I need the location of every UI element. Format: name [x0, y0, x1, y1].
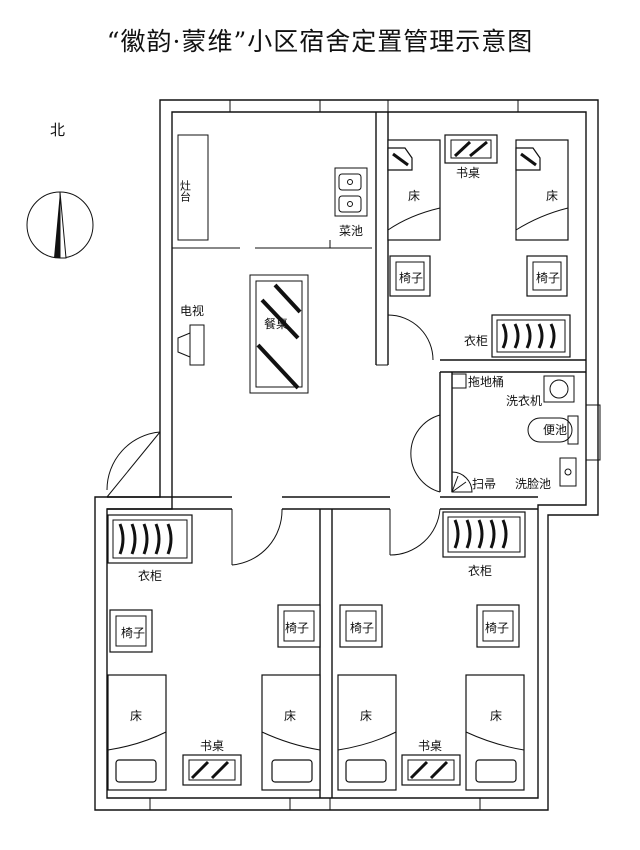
- compass-icon: [26, 191, 94, 259]
- wardrobe-label: 衣柜: [464, 333, 488, 348]
- bedroom-2: 衣柜 椅子 椅子 床 书桌 床: [107, 514, 321, 791]
- toilet-label: 便池: [543, 423, 567, 437]
- wardrobe-label: 衣柜: [138, 568, 162, 583]
- wardrobe-label: 衣柜: [468, 563, 492, 578]
- washing-machine-label: 洗衣机: [506, 393, 542, 408]
- bed-label: 床: [546, 189, 558, 203]
- wardrobe-2: 衣柜: [107, 514, 193, 583]
- mop-bucket: 拖地桶: [451, 373, 504, 389]
- bathroom: 拖地桶 洗衣机 便池 扫帚 洗脸池: [451, 373, 579, 493]
- bed-label: 床: [284, 709, 296, 723]
- vegetable-sink-label: 菜池: [339, 224, 363, 238]
- chair-1b: 椅子: [526, 255, 568, 297]
- desk-2: 书桌: [182, 739, 242, 786]
- chair-label: 椅子: [485, 621, 509, 635]
- wardrobe-3: 衣柜: [442, 511, 526, 578]
- page-title: “徽韵·蒙维”小区宿舍定置管理示意图: [106, 27, 534, 56]
- wash-basin: 洗脸池: [515, 457, 577, 491]
- bedroom-1: 床 书桌 床 椅子 椅子 衣柜: [387, 134, 571, 358]
- chair-3b: 椅子: [476, 604, 520, 648]
- washing-machine: 洗衣机: [506, 375, 575, 408]
- kitchen-counter: 灶台: [177, 134, 209, 241]
- chair-label: 椅子: [399, 271, 423, 285]
- bed-3b: 床: [465, 674, 525, 791]
- dining-table: 餐桌: [249, 274, 309, 394]
- tv-label: 电视: [180, 303, 204, 318]
- wardrobe-1: 衣柜: [464, 314, 571, 358]
- chair-2a: 椅子: [109, 609, 153, 653]
- counter-label: 灶台: [179, 180, 192, 202]
- bed-2b: 床: [261, 674, 321, 791]
- bed-label: 床: [360, 709, 372, 723]
- chair-3a: 椅子: [339, 604, 383, 648]
- bed-2a: 床: [107, 674, 167, 791]
- bed-1b: 床: [515, 139, 569, 241]
- toilet: 便池: [527, 415, 579, 445]
- interior-walls: [106, 112, 586, 798]
- chair-2b: 椅子: [277, 604, 321, 648]
- north-label: 北: [50, 121, 65, 139]
- tv-unit: 电视: [177, 303, 205, 366]
- bedroom-3: 衣柜 椅子 椅子 床 书桌 床: [337, 511, 526, 791]
- bed-3a: 床: [337, 674, 397, 791]
- desk-1: 书桌: [444, 134, 498, 180]
- bed-label: 床: [490, 709, 502, 723]
- desk-label: 书桌: [200, 739, 224, 753]
- mop-bucket-label: 拖地桶: [468, 374, 504, 389]
- chair-1a: 椅子: [389, 255, 431, 297]
- bed-1a: 床: [387, 139, 441, 241]
- chair-label: 椅子: [285, 621, 309, 635]
- wash-basin-label: 洗脸池: [515, 477, 551, 491]
- desk-3: 书桌: [401, 739, 461, 786]
- desk-label: 书桌: [418, 739, 442, 753]
- chair-label: 椅子: [350, 621, 374, 635]
- broom-label: 扫帚: [472, 477, 496, 491]
- chair-label: 椅子: [121, 626, 145, 640]
- bed-label: 床: [408, 189, 420, 203]
- broom: 扫帚: [451, 471, 496, 493]
- chair-label: 椅子: [536, 271, 560, 285]
- dining-table-label: 餐桌: [264, 316, 288, 331]
- bed-label: 床: [130, 709, 142, 723]
- vegetable-sink: 菜池: [334, 167, 368, 238]
- desk-label: 书桌: [456, 166, 480, 180]
